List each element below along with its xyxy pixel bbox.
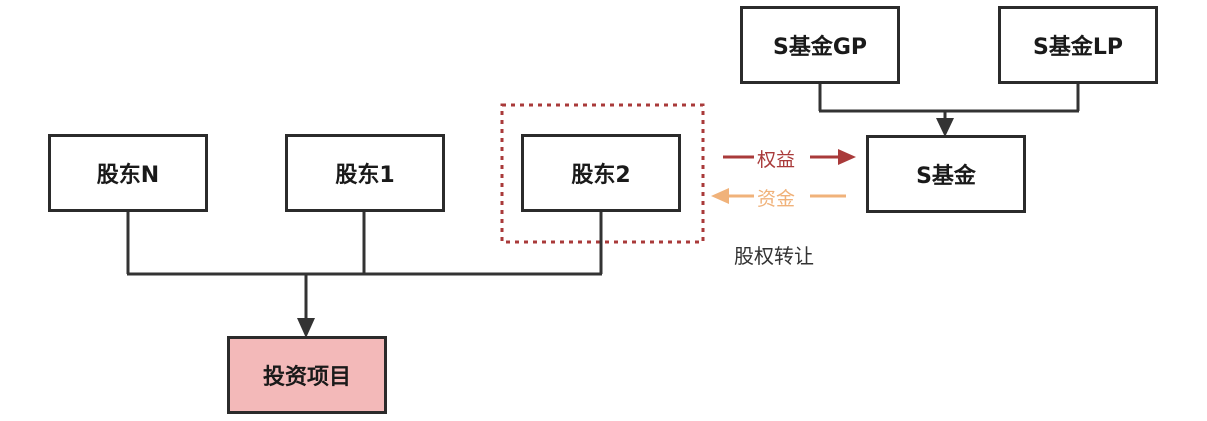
node-label: 股东2	[571, 163, 631, 188]
node-shareholder-n: 股东N	[48, 134, 208, 212]
node-s-fund-gp: S基金GP	[740, 6, 900, 84]
node-label: S基金GP	[772, 35, 868, 60]
node-s-fund-lp: S基金LP	[998, 6, 1158, 84]
node-investment-project: 投资项目	[227, 336, 387, 414]
node-label: 股东N	[96, 163, 160, 188]
node-label: S基金	[916, 164, 976, 189]
node-shareholder-2: 股东2	[521, 134, 681, 212]
node-label: S基金LP	[1033, 35, 1123, 60]
equity-label: 权益	[757, 149, 796, 171]
arrowhead-to-fund	[936, 118, 954, 137]
selection-dashed-frame	[500, 103, 705, 244]
equity-transfer-caption: 股权转让	[734, 244, 814, 268]
node-label: 投资项目	[262, 365, 351, 390]
equity-arrowhead	[838, 149, 856, 165]
node-label: 股东1	[335, 163, 395, 188]
arrowhead-to-project	[297, 318, 315, 338]
fund-manager-connectors	[818, 82, 1080, 120]
shareholder-connectors	[126, 210, 603, 276]
capital-label: 资金	[757, 188, 796, 210]
capital-arrowhead	[711, 188, 729, 204]
node-s-fund: S基金	[866, 135, 1026, 213]
node-shareholder-1: 股东1	[285, 134, 445, 212]
